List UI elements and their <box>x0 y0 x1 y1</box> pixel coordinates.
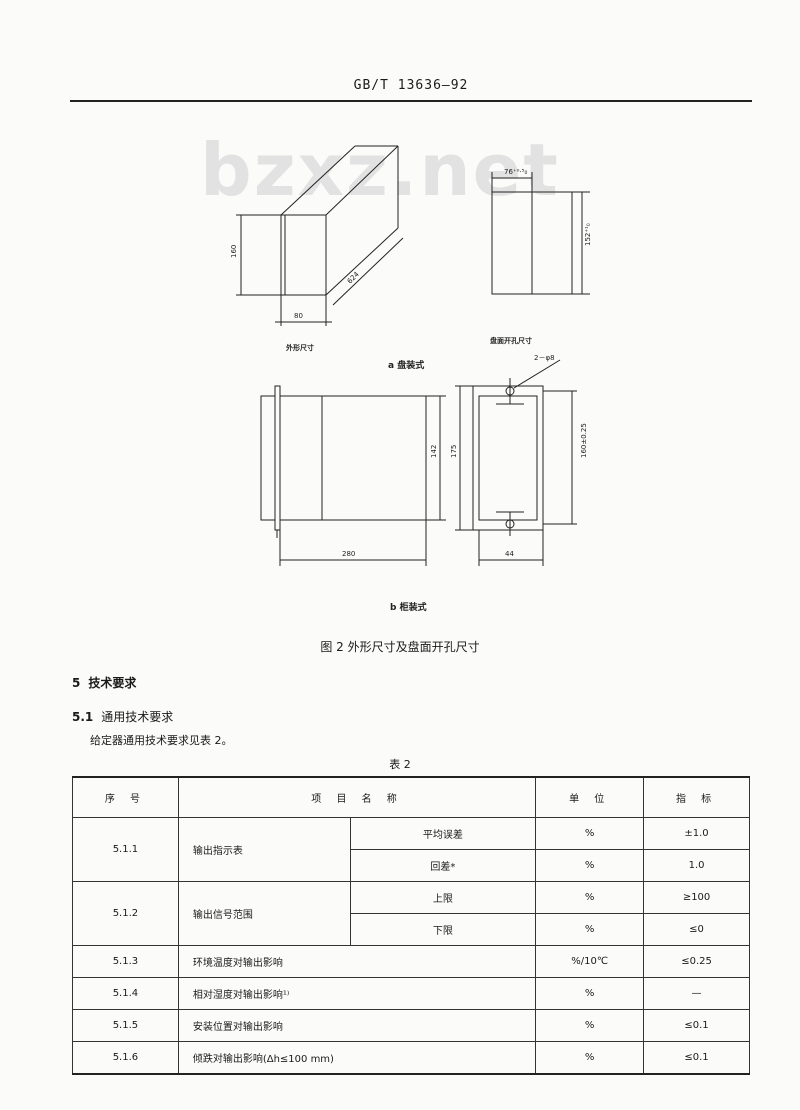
cell-unit: %/10℃ <box>535 945 645 978</box>
document-header: GB/T 13636—92 <box>353 78 469 93</box>
dim-a-height: 160 <box>230 245 238 258</box>
cell-unit: % <box>535 1009 645 1042</box>
table-row: 5.1.2 输出信号范围 上限 % ≥100 <box>72 881 750 946</box>
header-item: 项 目 名 称 <box>177 776 537 818</box>
section-title: 技术要求 <box>88 676 137 690</box>
cell-seq: 5.1.5 <box>72 1009 179 1042</box>
table-header-row: 序 号 项 目 名 称 单 位 指 标 <box>72 776 750 818</box>
cell-seq: 5.1.2 <box>72 881 179 946</box>
cell-unit: % <box>535 1041 645 1075</box>
cell-unit: % <box>535 913 645 946</box>
cell-item: 相对湿度对输出影响¹⁾ <box>177 977 537 1010</box>
table-row: 5.1.5 安装位置对输出影响 % ≤0.1 <box>72 1009 750 1042</box>
cell-unit: % <box>535 881 645 914</box>
cell-seq: 5.1.4 <box>72 977 179 1010</box>
cell-item: 输出信号范围 <box>177 881 351 946</box>
cell-item: 安装位置对输出影响 <box>177 1009 537 1042</box>
outline-label: 外形尺寸 <box>286 343 314 352</box>
dimension-drawing: 160 80 624 外形尺寸 76⁺⁰·⁵₀ 152⁺¹₀ 盘面开孔尺寸 a … <box>230 145 592 613</box>
table-row: 5.1.6 倾跌对输出影响(Δh≤100 mm) % ≤0.1 <box>72 1041 750 1075</box>
cell-item: 输出指示表 <box>177 817 351 882</box>
figure-b-front <box>455 359 577 566</box>
figure-b-sublabel: b 柜装式 <box>390 601 427 613</box>
cell-index: ≤0.1 <box>643 1041 750 1075</box>
table-row: 5.1.1 输出指示表 平均误差 % ±1.0 <box>72 817 750 882</box>
watermark: bzxz.net <box>200 128 560 212</box>
header-index: 指 标 <box>643 776 750 818</box>
table-row: 5.1.3 环境温度对输出影响 %/10℃ ≤0.25 <box>72 945 750 978</box>
subsection-heading: 5.1 通用技术要求 <box>72 708 173 725</box>
cell-index: — <box>643 977 750 1010</box>
dim-b-height: 142 <box>430 445 438 458</box>
cell-index: ≤0.25 <box>643 945 750 978</box>
section-heading: 5 技术要求 <box>72 674 136 691</box>
table-caption: 表 2 <box>389 758 411 771</box>
dim-a-depth: 624 <box>346 270 361 285</box>
section-number: 5 <box>72 676 81 690</box>
cell-unit: % <box>535 977 645 1010</box>
spec-table: 序 号 项 目 名 称 单 位 指 标 5.1.1 输出指示表 平均误差 % ±… <box>72 776 750 1075</box>
header-seq: 序 号 <box>72 776 179 818</box>
dim-b-hole-dia: 2－φ8 <box>534 354 555 362</box>
cutout-label: 盘面开孔尺寸 <box>490 336 532 345</box>
cell-unit: % <box>535 817 645 850</box>
cell-seq: 5.1.6 <box>72 1041 179 1075</box>
cell-index: ≤0.1 <box>643 1009 750 1042</box>
figure-a-box <box>236 145 404 326</box>
cell-index: ±1.0 <box>643 817 750 850</box>
subsection-number: 5.1 <box>72 710 94 724</box>
cell-seq: 5.1.1 <box>72 817 179 882</box>
figure-b-side <box>260 385 446 566</box>
dim-b-width: 280 <box>342 550 355 558</box>
dim-cut-width: 76⁺⁰·⁵₀ <box>504 168 527 176</box>
cell-seq: 5.1.3 <box>72 945 179 978</box>
figure-a-cutout <box>491 172 590 295</box>
dim-cut-height: 152⁺¹₀ <box>584 223 592 246</box>
figure-caption: 图 2 外形尺寸及盘面开孔尺寸 <box>320 640 480 654</box>
cell-item: 环境温度对输出影响 <box>177 945 537 978</box>
dim-b-front-height: 175 <box>450 445 458 458</box>
cell-subitem: 回差* <box>349 849 537 882</box>
subsection-title: 通用技术要求 <box>101 710 174 724</box>
dim-a-width: 80 <box>294 312 303 320</box>
dim-b-hole-spacing: 160±0.25 <box>580 423 588 458</box>
cell-index: ≤0 <box>643 913 750 946</box>
cell-subitem: 上限 <box>349 881 537 914</box>
figure-a-sublabel: a 盘装式 <box>388 359 424 371</box>
table-row: 5.1.4 相对湿度对输出影响¹⁾ % — <box>72 977 750 1010</box>
cell-subitem: 下限 <box>349 913 537 946</box>
header-rule <box>70 100 752 102</box>
cell-subitem: 平均误差 <box>349 817 537 850</box>
cell-index: 1.0 <box>643 849 750 882</box>
header-unit: 单 位 <box>535 776 645 818</box>
body-paragraph: 给定器通用技术要求见表 2。 <box>90 734 233 747</box>
dim-b-front-width: 44 <box>505 550 514 558</box>
cell-item: 倾跌对输出影响(Δh≤100 mm) <box>177 1041 537 1075</box>
cell-unit: % <box>535 849 645 882</box>
cell-index: ≥100 <box>643 881 750 914</box>
